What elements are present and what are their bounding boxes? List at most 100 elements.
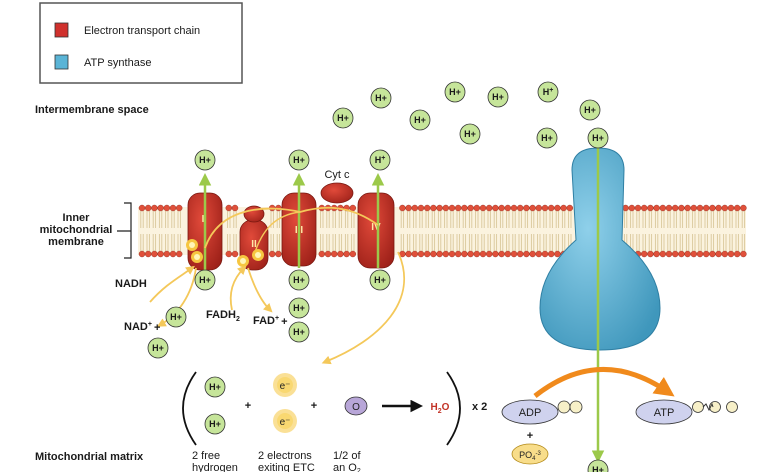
lipid-tail xyxy=(400,234,405,251)
lipid-head xyxy=(554,204,561,212)
lipid-tail xyxy=(537,211,541,228)
svg-text:H+: H+ xyxy=(584,105,596,115)
lipid-head xyxy=(715,250,722,258)
cytochrome-c-label: Cyt c xyxy=(324,169,350,181)
svg-text:H+: H+ xyxy=(293,303,305,313)
lipid-head xyxy=(479,250,487,258)
lipid-head xyxy=(448,204,456,212)
proton: H+ xyxy=(587,459,609,472)
lipid-tail xyxy=(152,234,157,251)
svg-text:H+: H+ xyxy=(375,155,386,165)
lipid-head xyxy=(405,204,412,212)
lipid-head xyxy=(473,250,480,258)
lipid-head xyxy=(665,204,673,212)
lipid-tail xyxy=(152,211,157,228)
lipid-tail xyxy=(723,211,727,228)
lipid-head xyxy=(659,204,666,212)
membrane-bracket xyxy=(117,202,132,259)
lipid-head xyxy=(684,204,691,212)
lipid-head xyxy=(523,204,530,212)
multiplier: x 2 xyxy=(472,401,487,413)
proton: H+ xyxy=(204,376,226,398)
lipid-head xyxy=(169,250,177,258)
svg-text:PO4-3: PO4-3 xyxy=(519,450,541,462)
lipid-tail xyxy=(642,234,646,251)
lipid-head xyxy=(157,204,164,212)
atp-synthase xyxy=(539,147,661,463)
lipid-head xyxy=(554,250,561,258)
lipid-head xyxy=(486,250,493,258)
svg-text:H+: H+ xyxy=(199,275,211,285)
lipid-tail xyxy=(158,211,163,228)
cytochrome-c-body xyxy=(320,182,354,204)
electron-star-3 xyxy=(237,255,249,267)
complex-II-label: II xyxy=(251,239,257,250)
lipid-head xyxy=(504,250,511,258)
lipid-head xyxy=(727,250,735,258)
lipid-tail xyxy=(555,211,560,228)
lipid-tail xyxy=(419,234,423,251)
lipid-tail xyxy=(171,211,175,228)
lipid-head xyxy=(653,204,660,212)
lipid-tail xyxy=(704,211,708,228)
svg-text:ADP: ADP xyxy=(519,407,542,419)
svg-text:H+: H+ xyxy=(592,465,604,472)
lipid-tail xyxy=(140,211,144,228)
atp-molecule: ATP xyxy=(635,399,738,425)
lipid-head xyxy=(740,250,747,258)
lipid-head xyxy=(417,250,425,258)
lipid-tail xyxy=(549,234,553,251)
svg-text:H+: H+ xyxy=(293,275,305,285)
electron-star: e⁻ xyxy=(273,409,297,433)
lipid-tail xyxy=(158,234,163,251)
proton: H+ xyxy=(587,127,609,149)
label-inner-membrane-1: Inner xyxy=(63,212,91,224)
oxygen-atom: O xyxy=(344,396,368,416)
lipid-head xyxy=(734,250,741,258)
legend-label-etc: Electron transport chain xyxy=(84,25,200,37)
proton: H+ xyxy=(370,87,392,109)
electron-path-ii xyxy=(253,211,301,256)
lipid-head xyxy=(529,250,536,258)
lipid-head xyxy=(461,250,468,258)
label-mitochondrial-matrix: Mitochondrial matrix xyxy=(35,451,144,463)
proton: H+ xyxy=(288,269,310,291)
lipid-head xyxy=(442,250,449,258)
lipid-tail xyxy=(710,234,715,251)
svg-text:H+: H+ xyxy=(293,155,305,165)
lipid-tail xyxy=(413,234,417,251)
proton: H+ xyxy=(537,81,559,103)
lipid-tail xyxy=(481,211,485,228)
svg-text:ATP: ATP xyxy=(654,407,675,419)
lipid-head xyxy=(442,204,449,212)
complex-IV: IV xyxy=(357,192,395,269)
lipid-tail xyxy=(351,234,355,251)
lipid-head xyxy=(548,250,555,258)
lipid-tail xyxy=(685,234,690,251)
lipid-tail xyxy=(140,234,144,251)
lipid-tail xyxy=(406,211,411,228)
lipid-head xyxy=(424,204,431,212)
lipid-tail xyxy=(419,211,423,228)
lipid-tail xyxy=(561,211,566,228)
lipid-head xyxy=(486,204,493,212)
svg-text:H+: H+ xyxy=(170,312,182,322)
legend-swatch-atp-synthase xyxy=(54,54,69,70)
label-inner-membrane-2: mitochondrial xyxy=(40,224,113,236)
left-parenthesis xyxy=(182,371,197,446)
lipid-tail xyxy=(400,211,405,228)
lipid-head xyxy=(709,250,716,258)
lipid-head xyxy=(541,204,549,212)
lipid-head xyxy=(138,250,146,258)
lipid-tail xyxy=(332,234,336,251)
lipid-tail xyxy=(512,234,516,251)
lipid-head xyxy=(157,250,164,258)
lipid-tail xyxy=(524,234,529,251)
lipid-tail xyxy=(561,234,566,251)
lipid-head xyxy=(163,204,171,212)
lipid-tail xyxy=(716,211,721,228)
legend-frame xyxy=(39,2,243,84)
adp-molecule: ADP xyxy=(501,399,583,425)
svg-text:e⁻: e⁻ xyxy=(280,417,291,428)
